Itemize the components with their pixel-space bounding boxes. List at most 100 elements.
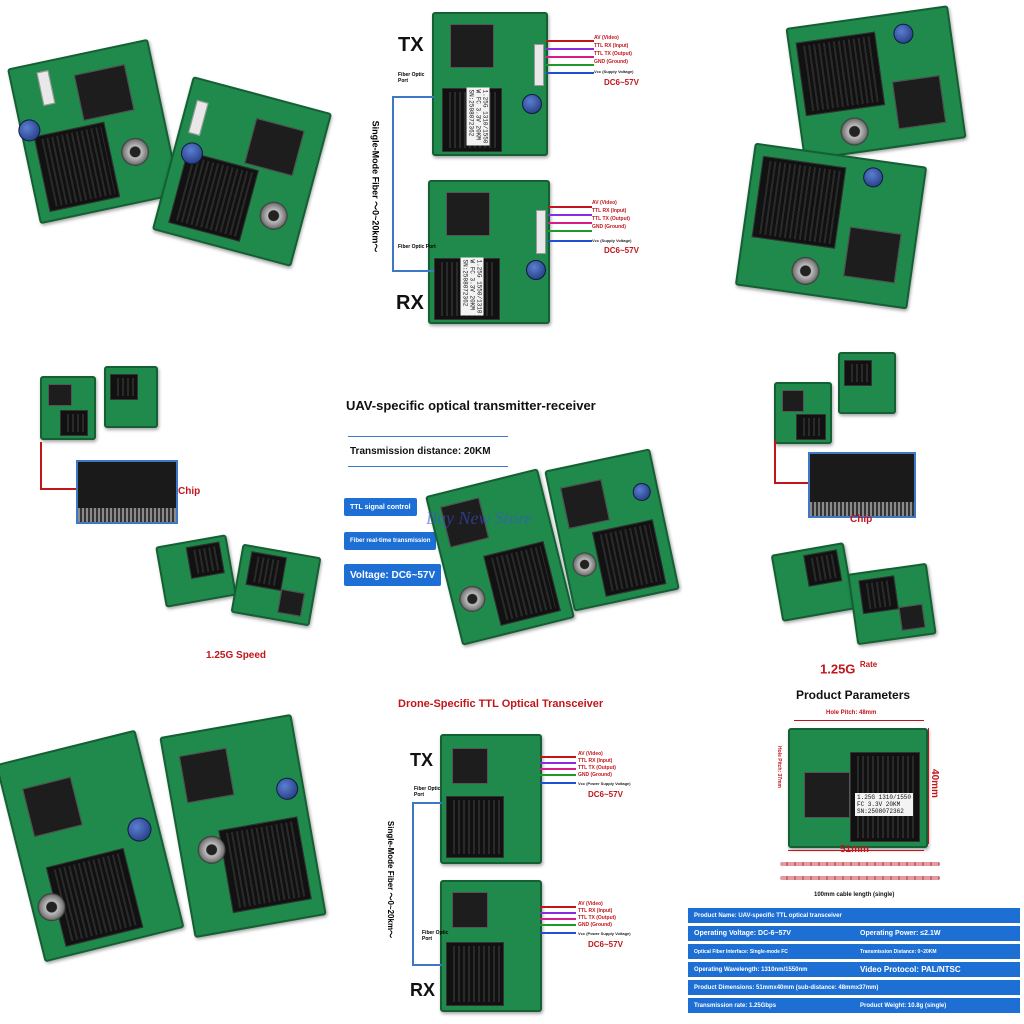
pin-label-rx: TTL RX (Input) — [578, 908, 613, 914]
capacitor — [631, 481, 653, 503]
feature-banner: UAV-specific optical transmitter-receive… — [340, 340, 684, 684]
pcb-board — [151, 76, 333, 267]
optical-module — [245, 551, 287, 591]
module-sticker: 1.25G 1310/1550 FC 3.3V 20KM SN:25080723… — [855, 793, 914, 816]
param-row: Operating Wavelength: 1310nm/1550nm Vide… — [688, 962, 1020, 977]
wire-rx — [540, 912, 576, 914]
wire-tx — [540, 918, 576, 920]
optical-module — [796, 414, 826, 440]
optical-module — [168, 151, 259, 242]
fiber-line — [412, 802, 442, 966]
fiber-port — [256, 198, 291, 233]
wire-av — [548, 206, 592, 208]
processor-chip — [898, 603, 926, 631]
module-sticker: 1.25G 1310/1550 W FC 3.3V 20KM SN:250807… — [466, 87, 490, 146]
module-sticker: 1.25G 1550/1310 W FC 3.3V 20KM SN:250807… — [460, 257, 484, 316]
banner-title: UAV-specific optical transmitter-receive… — [346, 398, 596, 413]
pin-label-rx: TTL RX (Input) — [592, 208, 627, 214]
wire-av — [540, 756, 576, 758]
fiber-length-label: Single-Mode Fiber ～0~20km～ — [370, 120, 381, 253]
processor-chip — [452, 892, 488, 928]
pin-label-av: AV (Video) — [592, 200, 617, 206]
voltage-label: DC6~57V — [604, 246, 639, 255]
diagram-tx-rx: TX RX 1.25G 1310/1550 W FC 3.3V 20KM SN:… — [340, 0, 684, 340]
optical-module — [446, 796, 504, 858]
wire-tx — [548, 222, 592, 224]
fiber-port-label-rx: Fiber Optic Port — [398, 244, 436, 250]
param-row: Transmission rate: 1.25Gbps Product Weig… — [688, 998, 1020, 1013]
wire-vcc — [546, 72, 594, 74]
wire-rx — [546, 48, 594, 50]
wire-vcc — [540, 782, 576, 784]
fiber-port-label-tx: Fiber Optic Port — [398, 72, 425, 84]
voltage-label: DC6~57V — [588, 790, 623, 799]
optical-module: 1.25G 1550/1310 W FC 3.3V 20KM SN:250807… — [434, 257, 500, 320]
wire-gnd — [548, 230, 592, 232]
rate-label: 1.25G Rate — [820, 660, 877, 678]
optical-module — [592, 519, 667, 597]
wire-av — [540, 906, 576, 908]
processor-chip — [843, 226, 902, 284]
processor-chip — [450, 24, 494, 68]
optical-module: 1.25G 1310/1550 W FC 3.3V 20KM SN:250807… — [442, 87, 502, 152]
fiber-port — [789, 255, 822, 287]
pin-label-vcc: Vcc (Supply Voltage) — [592, 238, 632, 243]
pcb-board — [774, 382, 832, 444]
param-right: Operating Power: ≤2.1W — [860, 930, 941, 937]
pin-label-vcc: Vcc (Power Supply Voltage) — [578, 931, 631, 936]
wire-rx — [548, 214, 592, 216]
connector — [188, 99, 209, 136]
pcb-board — [847, 562, 937, 646]
optical-module — [60, 410, 88, 436]
width-dimension-top — [794, 720, 924, 721]
store-watermark: Buy New Store — [426, 508, 533, 528]
param-row: Operating Voltage: DC-6~57V Operating Po… — [688, 926, 1020, 941]
chip-edge — [78, 508, 176, 522]
pin-label-rx: TTL RX (Input) — [578, 758, 613, 764]
pcb-board — [155, 534, 237, 608]
pin-header — [536, 210, 546, 254]
rx-label: RX — [410, 980, 436, 1000]
divider — [348, 466, 508, 467]
pin-label-av: AV (Video) — [578, 751, 603, 757]
pin-label-tx: TTL TX (Output) — [578, 765, 616, 771]
capacitor — [526, 260, 546, 280]
param-left: Operating Voltage: DC-6~57V — [694, 930, 791, 937]
pcb-board — [785, 5, 967, 161]
wire-gnd — [540, 774, 576, 776]
chip-zoom-box — [76, 460, 178, 524]
fiber-length-label: Single-Mode Fiber ～0~20km～ — [386, 820, 396, 939]
processor-chip — [452, 748, 488, 784]
param-right: Product Weight: 10.8g (single) — [860, 1002, 947, 1009]
pin-label-gnd: GND (Ground) — [592, 224, 626, 230]
feature-ttl-control: TTL signal control — [344, 498, 417, 516]
pin-label-gnd: GND (Ground) — [578, 772, 612, 778]
pcb-board — [7, 38, 181, 225]
wire-vcc — [540, 932, 576, 934]
chip-zoom-right: Chip 1.25G Rate — [684, 340, 1024, 684]
params-title: Product Parameters — [796, 688, 911, 702]
divider — [348, 436, 508, 437]
chip-label: Chip — [178, 486, 201, 497]
connector — [36, 70, 56, 106]
wire-vcc — [548, 240, 592, 242]
pin-label-vcc: Vcc (Supply Voltage) — [594, 69, 634, 74]
tx-board — [440, 734, 542, 864]
fiber-port — [570, 550, 599, 579]
pcb-board — [230, 543, 322, 627]
tx-label: TX — [410, 750, 434, 770]
processor-chip — [277, 588, 306, 617]
pin-label-av: AV (Video) — [578, 901, 603, 907]
hole-pitch-label: Hole Pitch: 48mm — [826, 710, 877, 716]
wire-rx — [540, 762, 576, 764]
param-right: Transmission Distance: 0~20KM — [860, 948, 937, 955]
processor-chip — [446, 192, 490, 236]
pin-label-gnd: GND (Ground) — [578, 922, 612, 928]
param-left: Transmission rate: 1.25Gbps — [694, 1002, 777, 1009]
processor-chip — [560, 479, 610, 529]
hole-side-label: Hole Pitch: 37mm — [775, 746, 782, 788]
rx-board — [440, 880, 542, 1012]
param-row: Optical Fiber Interface: Single-mode FC … — [688, 944, 1020, 959]
fiber-port — [118, 135, 152, 169]
capacitor — [892, 22, 915, 46]
